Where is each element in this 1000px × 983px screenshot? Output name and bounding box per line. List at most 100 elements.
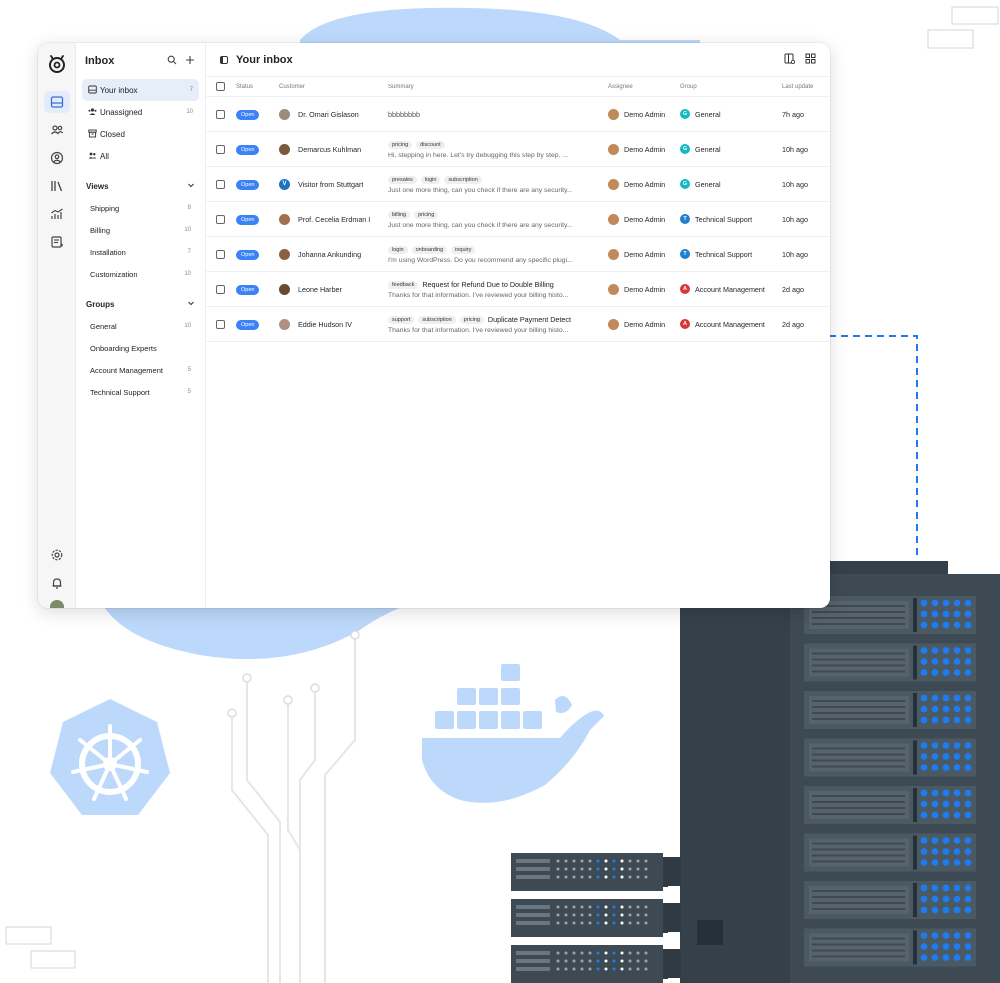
- tag-chip[interactable]: inquiry: [451, 245, 476, 254]
- customer-avatar: [279, 283, 290, 295]
- col-customer[interactable]: Customer: [279, 83, 306, 90]
- grid-view-icon[interactable]: [805, 53, 816, 67]
- tag-chip[interactable]: discount: [416, 140, 445, 149]
- status-badge: Open: [236, 144, 260, 155]
- chevron-down-icon: [187, 299, 195, 309]
- tag-chip[interactable]: billing: [388, 210, 411, 219]
- tag-chip[interactable]: login: [388, 245, 408, 254]
- summary-preview: I'm using WordPress. Do you recommend an…: [388, 257, 573, 264]
- customer-name[interactable]: Leone Harber: [298, 284, 342, 294]
- layout-columns-icon[interactable]: [784, 53, 796, 67]
- customer-name[interactable]: Demarcus Kuhlman: [298, 144, 362, 154]
- user-avatar[interactable]: [44, 600, 70, 608]
- nav-all[interactable]: All: [82, 145, 199, 167]
- group-icon: [88, 107, 100, 118]
- col-assignee[interactable]: Assignee: [608, 83, 633, 90]
- customer-name[interactable]: Eddie Hudson IV: [298, 319, 352, 329]
- notes-nav-icon[interactable]: [44, 231, 70, 253]
- row-checkbox[interactable]: [216, 249, 225, 259]
- group-count: 10: [184, 323, 191, 329]
- row-checkbox[interactable]: [216, 284, 225, 294]
- table-row[interactable]: Open Dr. Omari Gislason bbbbbbbb Demo Ad…: [206, 97, 830, 132]
- views-section-header[interactable]: Views: [82, 175, 199, 197]
- tag-chip[interactable]: login: [420, 175, 441, 184]
- group-onboarding-experts[interactable]: Onboarding Experts: [82, 337, 199, 359]
- search-icon[interactable]: [163, 55, 181, 68]
- analytics-nav-icon[interactable]: [44, 203, 70, 225]
- settings-gear-icon[interactable]: [44, 544, 70, 566]
- notifications-bell-icon[interactable]: [44, 572, 70, 594]
- group-letter: A: [683, 321, 687, 327]
- section-title: Groups: [86, 299, 115, 309]
- group-badge: T: [680, 214, 690, 224]
- last-update: 10h ago: [782, 179, 808, 189]
- tag-chip[interactable]: subscription: [418, 315, 456, 324]
- tag-chip[interactable]: subscription: [444, 175, 482, 184]
- nav-count: 10: [186, 109, 193, 115]
- tag-chip[interactable]: feedback: [388, 280, 419, 289]
- customer-name[interactable]: Prof. Cecelia Erdman I: [298, 214, 371, 224]
- row-checkbox[interactable]: [216, 109, 225, 119]
- tag-chip[interactable]: support: [388, 315, 415, 324]
- sidebar-toggle-icon[interactable]: [220, 55, 228, 64]
- select-all-checkbox[interactable]: [216, 82, 225, 91]
- nav-closed[interactable]: Closed: [82, 123, 199, 145]
- group-badge: G: [680, 109, 690, 119]
- group-letter: T: [683, 216, 687, 222]
- status-badge: Open: [236, 249, 260, 260]
- view-label: Billing: [90, 225, 111, 235]
- col-last-update[interactable]: Last update: [782, 83, 814, 90]
- groups-section-header[interactable]: Groups: [82, 293, 199, 315]
- last-update: 2d ago: [782, 284, 804, 294]
- profile-nav-icon[interactable]: [44, 147, 70, 169]
- small-servers: [511, 853, 681, 983]
- row-checkbox[interactable]: [216, 144, 225, 154]
- inbox-nav-icon[interactable]: [43, 91, 70, 113]
- group-label: Onboarding Experts: [90, 343, 157, 353]
- tag-chip[interactable]: onboarding: [411, 245, 448, 254]
- row-checkbox[interactable]: [216, 214, 225, 224]
- nav-label: Your inbox: [100, 85, 138, 95]
- col-status[interactable]: Status: [236, 83, 254, 90]
- library-nav-icon[interactable]: [44, 175, 70, 197]
- nav-unassigned[interactable]: Unassigned 10: [82, 101, 199, 123]
- plus-icon[interactable]: [181, 55, 199, 68]
- customer-avatar: [279, 143, 290, 155]
- last-update: 7h ago: [782, 109, 804, 119]
- row-checkbox[interactable]: [216, 319, 225, 329]
- tag-chip[interactable]: pricing: [414, 210, 439, 219]
- customer-name[interactable]: Dr. Omari Gislason: [298, 109, 359, 119]
- summary-preview: Thanks for that information. I've review…: [388, 327, 569, 334]
- last-update: 10h ago: [782, 144, 808, 154]
- col-summary[interactable]: Summary: [388, 83, 414, 90]
- tag-chip[interactable]: presales: [388, 175, 417, 184]
- server-rack-units: [920, 599, 972, 961]
- col-group[interactable]: Group: [680, 83, 697, 90]
- tag-chip[interactable]: pricing: [388, 140, 413, 149]
- nav-count: 7: [189, 87, 193, 93]
- row-checkbox[interactable]: [216, 179, 225, 189]
- table-header: Status Customer Summary Assignee Group L…: [206, 77, 830, 97]
- customer-name[interactable]: Johanna Ankunding: [298, 249, 362, 259]
- customer-name[interactable]: Visitor from Stuttgart: [298, 179, 364, 189]
- nav-your-inbox[interactable]: Your inbox 7: [82, 79, 199, 101]
- assignee-avatar: [608, 178, 619, 190]
- assignee-name: Demo Admin: [624, 109, 666, 119]
- group-count: 5: [187, 367, 191, 373]
- contacts-nav-icon[interactable]: [44, 119, 70, 141]
- tag-chip[interactable]: pricing: [459, 315, 484, 324]
- archive-icon: [88, 129, 100, 140]
